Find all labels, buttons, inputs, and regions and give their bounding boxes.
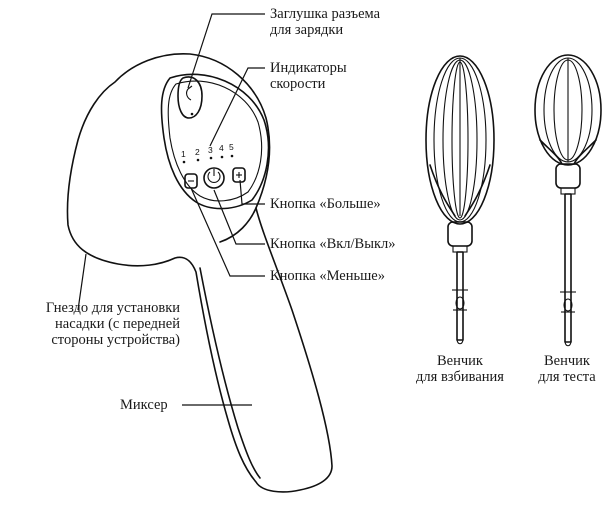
dough-whisk [535,55,601,346]
speed-dot-3 [210,157,213,160]
speed-dot-4 [221,156,224,159]
dough-whisk-label: Венчик для теста [522,353,612,385]
charge-plug-label-line-1: Заглушка разъема [270,6,380,22]
plus-button-label: Кнопка «Больше» [270,196,381,212]
leader-minus-button [191,188,265,276]
speed-number-4: 4 [219,143,224,153]
whisk-label-line-2: для взбивания [390,369,530,385]
leader-charge-plug [188,14,265,88]
charge-indicator-dot [191,113,194,116]
speed-dot-2 [197,159,200,162]
plus-button[interactable] [233,168,245,182]
speed-indicators-label-line-2: скорости [270,76,347,92]
attachment-socket-label: Гнездо для установки насадки (с передней… [2,300,180,348]
leader-power-button [214,190,265,244]
whisk-label: Венчик для взбивания [390,353,530,385]
dough-whisk-label-line-1: Венчик [522,353,612,369]
power-button[interactable] [204,168,224,188]
speed-number-1: 1 [181,149,186,159]
attachment-socket-label-line-2: насадки (с передней [2,316,180,332]
attachment-socket-label-line-1: Гнездо для установки [2,300,180,316]
speed-indicators-label-line-1: Индикаторы [270,60,347,76]
beating-whisk [426,56,494,344]
power-button-label: Кнопка «Вкл/Выкл» [270,236,396,252]
dough-whisk-label-line-2: для теста [522,369,612,385]
attachment-socket-label-line-3: стороны устройства) [2,332,180,348]
speed-indicators-label: Индикаторы скорости [270,60,347,92]
minus-button-label: Кнопка «Меньше» [270,268,385,284]
speed-number-2: 2 [195,147,200,157]
minus-button[interactable] [185,174,197,188]
charge-plug-label: Заглушка разъема для зарядки [270,6,380,38]
speed-number-5: 5 [229,142,234,152]
speed-dot-1 [183,161,186,164]
mixer-label: Миксер [120,397,168,413]
speed-indicators: 1 2 3 4 5 [181,142,234,163]
charge-plug-label-line-2: для зарядки [270,22,380,38]
whisk-label-line-1: Венчик [390,353,530,369]
speed-dot-5 [231,155,234,158]
speed-number-3: 3 [208,145,213,155]
